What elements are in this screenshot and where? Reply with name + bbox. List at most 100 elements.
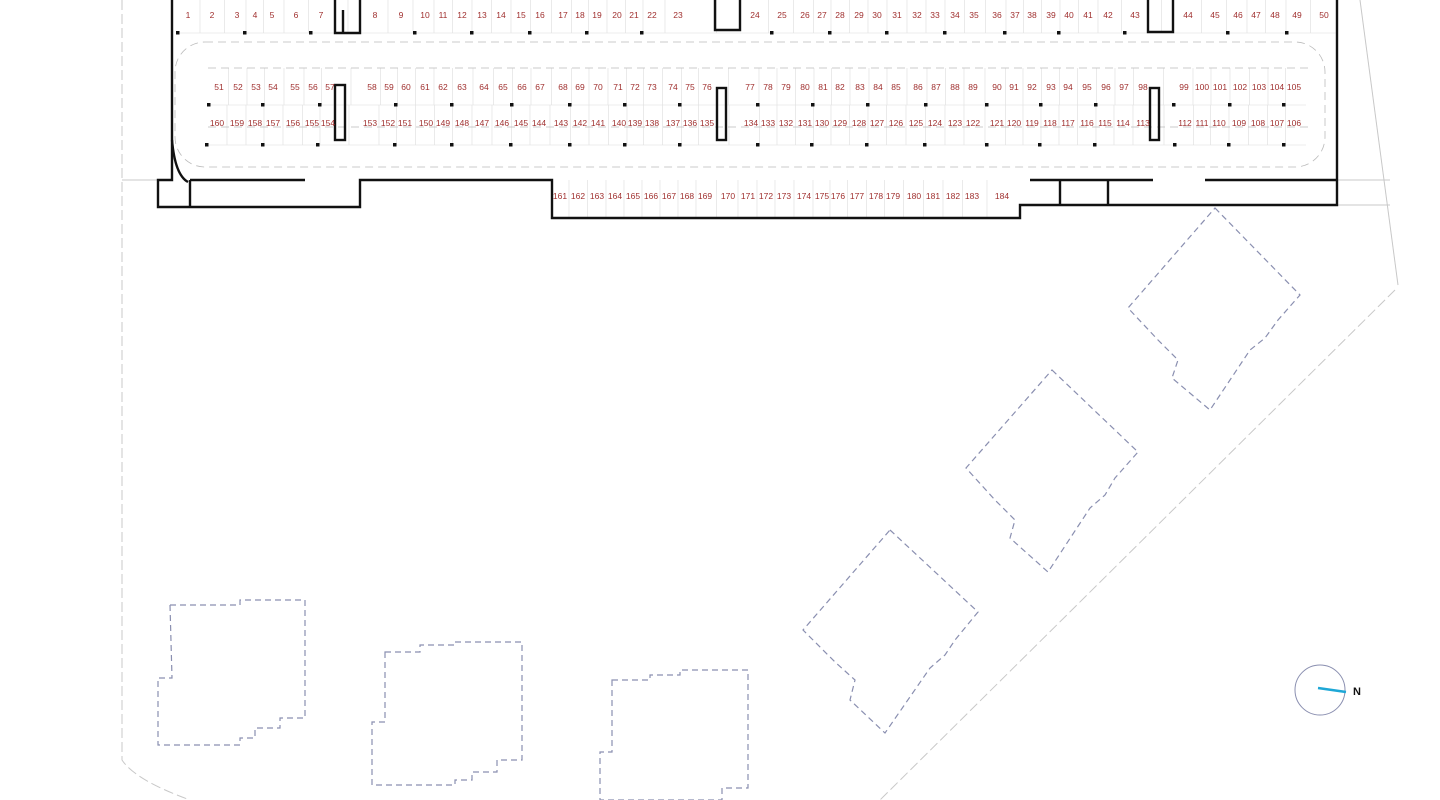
parking-stall-number: 144 [531,118,547,128]
parking-stall-number: 150 [418,118,434,128]
column-post [1039,103,1043,107]
parking-stall-number: 176 [830,191,846,201]
building-wall [156,0,1339,220]
parking-stall-number: 32 [912,10,922,20]
parking-stall-number: 161 [552,191,568,201]
column-post [640,31,644,35]
parking-stall-number: 173 [776,191,792,201]
parking-stall-number: 58 [367,82,377,92]
column-post [1228,103,1232,107]
parking-stall-number: 125 [908,118,924,128]
column-post [261,143,265,147]
parking-stall-number: 21 [629,10,639,20]
parking-stall-number: 3 [234,10,240,20]
parking-stall-number: 37 [1010,10,1020,20]
parking-stall-number: 103 [1251,82,1267,92]
parking-stall-number: 117 [1061,118,1075,128]
parking-stall-number: 64 [479,82,489,92]
parking-stall-number: 5 [269,10,275,20]
parking-stall-number: 172 [758,191,774,201]
parking-stall-number: 121 [989,118,1005,128]
parking-stall-number: 87 [931,82,941,92]
parking-stall-number: 36 [992,10,1002,20]
parking-stall-number: 89 [968,82,978,92]
parking-stall-number: 62 [438,82,448,92]
parking-stall-number: 40 [1064,10,1074,20]
column-post [207,103,211,107]
parking-stall-number: 122 [965,118,981,128]
column-post [923,143,927,147]
building-footprints [157,207,1301,800]
column-post [1282,103,1286,107]
parking-stall-number: 142 [572,118,588,128]
parking-stall-number: 101 [1212,82,1228,92]
column-post [450,143,454,147]
parking-stall-number: 177 [849,191,865,201]
column-post [943,31,947,35]
parking-stall-number: 107 [1269,118,1285,128]
parking-stall-number: 128 [851,118,867,128]
parking-stall-number: 80 [800,82,810,92]
parking-stall-number: 75 [685,82,695,92]
parking-stall-number: 98 [1138,82,1148,92]
parking-stall-number: 148 [454,118,470,128]
parking-stall-number: 26 [800,10,810,20]
parking-stall-number: 111 [1195,118,1209,128]
parking-stall-number: 119 [1025,118,1039,128]
parking-stall-number: 77 [745,82,755,92]
parking-stall-number: 6 [293,10,299,20]
column-post [568,103,572,107]
column-post [985,103,989,107]
parking-stall-number: 138 [644,118,660,128]
column-post [811,103,815,107]
column-post [865,143,869,147]
column-post [1285,31,1289,35]
parking-stall-number: 135 [699,118,715,128]
column-post [678,103,682,107]
parking-stall-number: 82 [835,82,845,92]
column-post [205,143,209,147]
parking-stall-number: 166 [643,191,659,201]
parking-stall-number: 145 [513,118,529,128]
parking-stall-number: 165 [625,191,641,201]
parking-stall-number: 4 [252,10,258,20]
parking-stall-number: 168 [679,191,695,201]
parking-stall-number: 28 [835,10,845,20]
column-post [510,103,514,107]
parking-stall-number: 13 [477,10,487,20]
parking-stall-number: 31 [892,10,902,20]
parking-stall-number: 53 [251,82,261,92]
parking-stall-number: 171 [740,191,756,201]
parking-stall-number: 15 [516,10,526,20]
column-post [1123,31,1127,35]
parking-stall-number: 149 [435,118,451,128]
column-post [924,103,928,107]
parking-stall-number: 175 [814,191,830,201]
parking-stall-number: 108 [1250,118,1266,128]
parking-stall-number: 76 [702,82,712,92]
parking-stall-number: 160 [209,118,225,128]
parking-stall-number: 123 [947,118,963,128]
parking-stall-number: 55 [290,82,300,92]
parking-stall-number: 93 [1046,82,1056,92]
parking-stall-number: 1 [185,10,191,20]
parking-stall-number: 42 [1103,10,1113,20]
parking-stall-number: 9 [398,10,404,20]
column-post [470,31,474,35]
parking-stall-number: 23 [673,10,683,20]
parking-stall-number: 143 [553,118,569,128]
parking-stall-number: 29 [854,10,864,20]
parking-stall-number: 74 [668,82,678,92]
column-post [243,31,247,35]
column-post [828,31,832,35]
parking-stall-number: 63 [457,82,467,92]
parking-stall-number: 126 [888,118,904,128]
parking-stall-number: 30 [872,10,882,20]
parking-stall-number: 46 [1233,10,1243,20]
parking-stall-number: 49 [1292,10,1302,20]
parking-stall-number: 67 [535,82,545,92]
parking-stall-number: 83 [855,82,865,92]
parking-stall-number: 17 [558,10,568,20]
parking-stall-number: 65 [498,82,508,92]
